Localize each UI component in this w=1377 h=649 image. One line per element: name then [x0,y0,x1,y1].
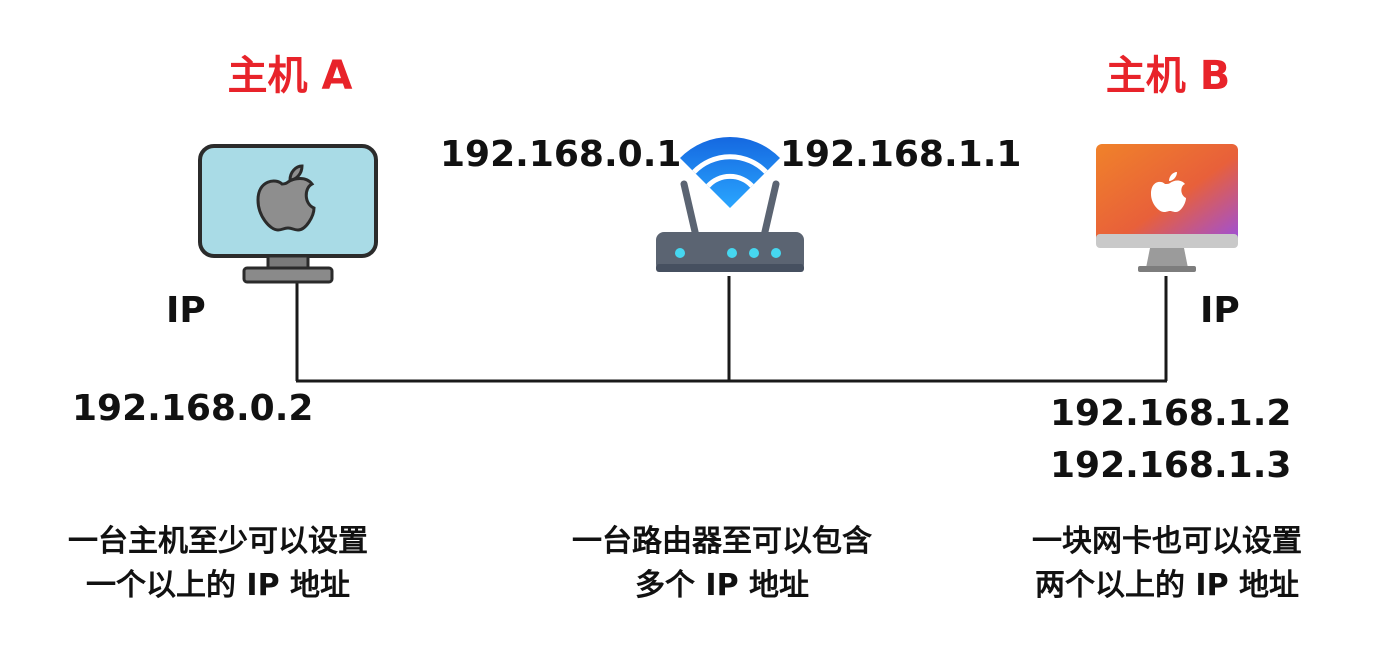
router-caption: 一台路由器至可以包含 多个 IP 地址 [512,520,932,608]
host-b-title: 主机 B [1105,53,1231,99]
host-a-ip-label: IP [166,290,206,331]
wifi-router-icon [656,136,804,272]
router-caption-line-2: 多个 IP 地址 [634,568,810,603]
host-b-ip-1: 192.168.1.2 [1050,393,1292,434]
host-a-caption-line-2: 一个以上的 IP 地址 [85,568,351,603]
host-a-ip: 192.168.0.2 [72,388,314,429]
host-b-ip-label: IP [1200,290,1240,331]
router-ip-left: 192.168.0.1 [440,134,682,175]
imac-icon [1096,144,1238,272]
host-a-caption-line-1: 一台主机至少可以设置 [68,524,368,559]
host-b-ip-2: 192.168.1.3 [1050,445,1292,486]
router-ip-right: 192.168.1.1 [780,134,1022,175]
wifi-signal-icon [680,136,780,208]
monitor-icon [198,144,378,284]
host-b-caption: 一块网卡也可以设置 两个以上的 IP 地址 [957,520,1377,608]
host-b-ip-list: 192.168.1.2 192.168.1.3 [1050,388,1291,492]
host-b-caption-line-1: 一块网卡也可以设置 [1032,524,1302,559]
apple-logo-icon [1151,172,1186,212]
router-caption-line-1: 一台路由器至可以包含 [572,524,872,559]
host-a-caption: 一台主机至少可以设置 一个以上的 IP 地址 [8,520,428,608]
host-b-caption-line-2: 两个以上的 IP 地址 [1034,568,1300,603]
host-a-title: 主机 A [227,53,353,99]
apple-logo-icon [256,164,316,232]
